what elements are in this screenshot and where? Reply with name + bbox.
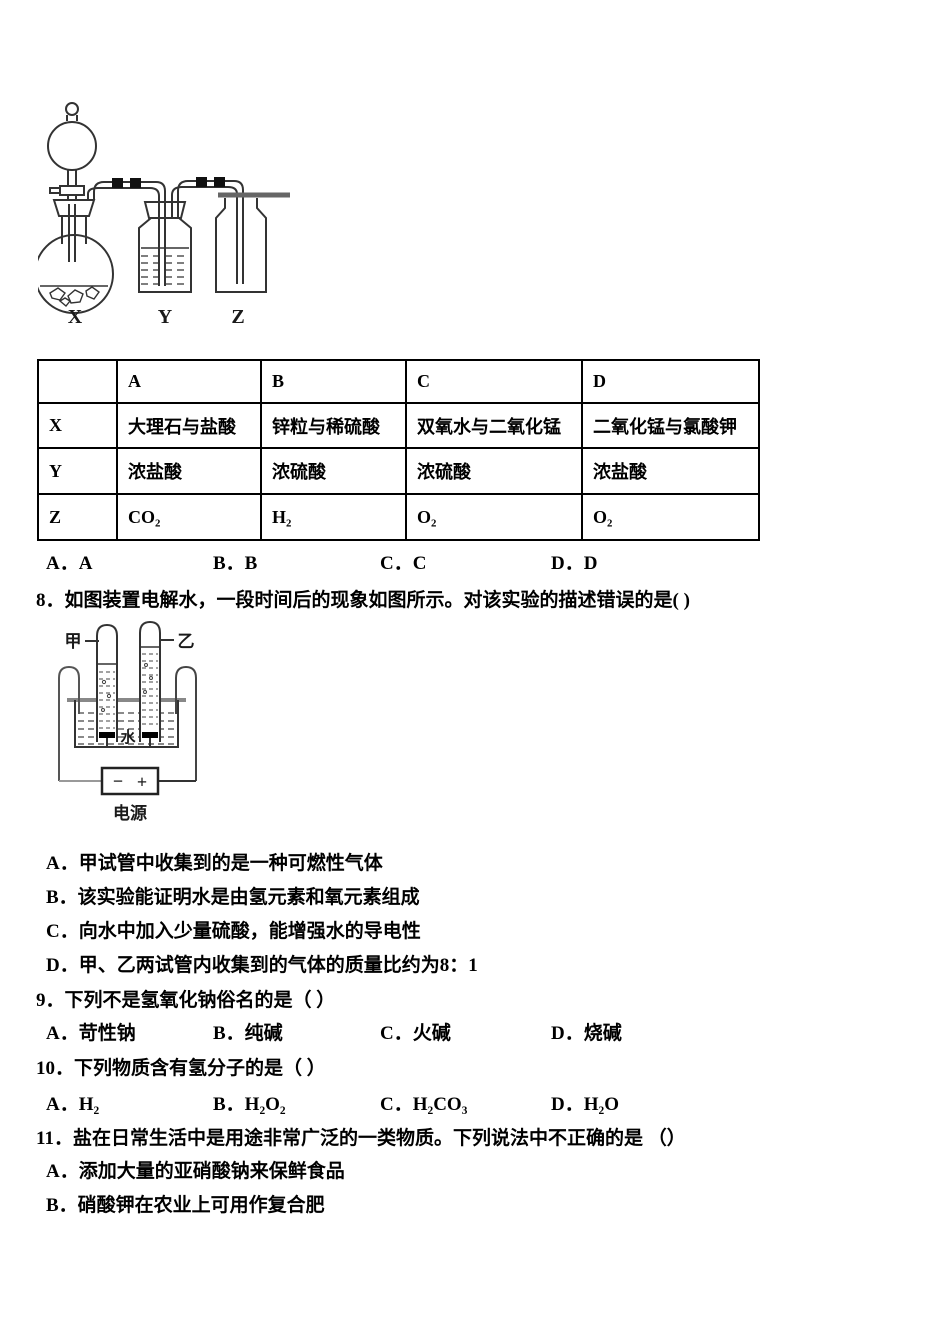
table-cell: H₂ [260,493,407,541]
row-label: X [37,402,118,449]
apparatus-label-x: X [68,306,83,328]
table-row-x: X 大理石与盐酸 锌粒与稀硫酸 双氧水与二氧化锰 二氧化锰与氯酸钾 [37,402,760,449]
table-cell: 大理石与盐酸 [116,402,262,449]
option: C．H₂CO₃ [380,1094,468,1115]
table-cell: 浓盐酸 [581,447,760,495]
tube-label-jia: 甲 [65,632,82,651]
power-supply-label: 电源 [113,803,147,823]
connecting-tube-2 [171,177,244,218]
option: A．H₂ [46,1094,100,1115]
dropping-funnel [47,102,97,204]
table-header-cell [37,359,118,404]
q9-options-row: A．苛性钠 B．纯碱 C．火碱 D．烧碱 [46,1021,622,1047]
option: D．烧碱 [551,1023,622,1044]
tube-jia [96,623,118,747]
row-label: Y [37,447,118,495]
table-cell: 浓硫酸 [405,447,583,495]
option: D．H₂O [551,1094,619,1115]
q7-options-row: A．A B．B C．C D．D [46,551,597,577]
q7-table: A B C D X 大理石与盐酸 锌粒与稀硫酸 双氧水与二氧化锰 二氧化锰与氯酸… [37,359,760,541]
table-header-cell: D [581,359,760,404]
q10-options-row: A．H₂ B．H₂O₂ C．H₂CO₃ D．H₂O [46,1092,619,1118]
power-supply: − + [100,766,160,796]
water-electrolysis-diagram: 甲 乙 水 − + 电源 [58,620,197,823]
option: B．该实验能证明水是由氢元素和氧元素组成 [46,887,420,908]
q11-options: A．添加大量的亚硝酸钠来保鲜食品 B．硝酸钾在农业上可用作复合肥 [46,1161,345,1229]
gas-apparatus-diagram: X Y Z [38,102,290,328]
q10-text: 10．下列物质含有氢分子的是（ ） [36,1058,326,1079]
option: A．添加大量的亚硝酸钠来保鲜食品 [46,1161,345,1182]
tube-label-yi: 乙 [178,632,195,651]
option: C．C [380,553,427,574]
option: D．甲、乙两试管内收集到的气体的质量比约为8：1 [46,955,478,976]
solid-reagent-chunks [49,286,100,307]
option: B．硝酸钾在农业上可用作复合肥 [46,1195,325,1216]
table-row-y: Y 浓盐酸 浓硫酸 浓硫酸 浓盐酸 [37,447,760,495]
electrode-left [99,732,115,738]
table-cell: 浓盐酸 [116,447,262,495]
minus-terminal: − [113,771,123,791]
option: B．纯碱 [213,1023,283,1044]
table-cell: O₂ [581,493,760,541]
table-cell: 二氧化锰与氯酸钾 [581,402,760,449]
table-row-z: Z CO₂ H₂ O₂ O₂ [37,493,760,541]
circuit-wires [58,665,197,782]
option: D．D [551,553,598,574]
tube-yi [139,620,161,747]
option: A．苛性钠 [46,1023,136,1044]
electrode-right [142,732,158,738]
q11-text: 11．盐在日常生活中是用途非常广泛的一类物质。下列说法中不正确的是 （） [36,1128,686,1149]
connecting-tube-1 [87,178,166,202]
option: C．向水中加入少量硫酸，能增强水的导电性 [46,921,421,942]
gas-collecting-bottle-z [215,192,290,293]
row-label: Z [37,493,118,541]
option: A．A [46,553,93,574]
table-cell: 锌粒与稀硫酸 [260,402,407,449]
table-header-cell: A [116,359,262,404]
table-cell: CO₂ [116,493,262,541]
table-header-cell: B [260,359,407,404]
gas-washing-bottle-y [138,201,192,293]
option: B．B [213,553,258,574]
table-cell: O₂ [405,493,583,541]
apparatus-label-y: Y [158,306,173,328]
water-label: 水 [120,728,136,746]
apparatus-label-z: Z [231,306,244,328]
option: A．甲试管中收集到的是一种可燃性气体 [46,853,383,874]
table-cell: 浓硫酸 [260,447,407,495]
q8-text: 8．如图装置电解水，一段时间后的现象如图所示。对该实验的描述错误的是( ) [36,590,690,611]
table-cell: 双氧水与二氧化锰 [405,402,583,449]
option: B．H₂O₂ [213,1094,286,1115]
option: C．火碱 [380,1023,451,1044]
table-header-cell: C [405,359,583,404]
plus-terminal: + [137,772,147,792]
q9-text: 9．下列不是氢氧化钠俗名的是（ ） [36,990,336,1011]
flask-x [38,199,114,314]
table-header-row: A B C D [37,359,760,404]
q8-options: A．甲试管中收集到的是一种可燃性气体 B．该实验能证明水是由氢元素和氧元素组成 … [46,853,478,989]
